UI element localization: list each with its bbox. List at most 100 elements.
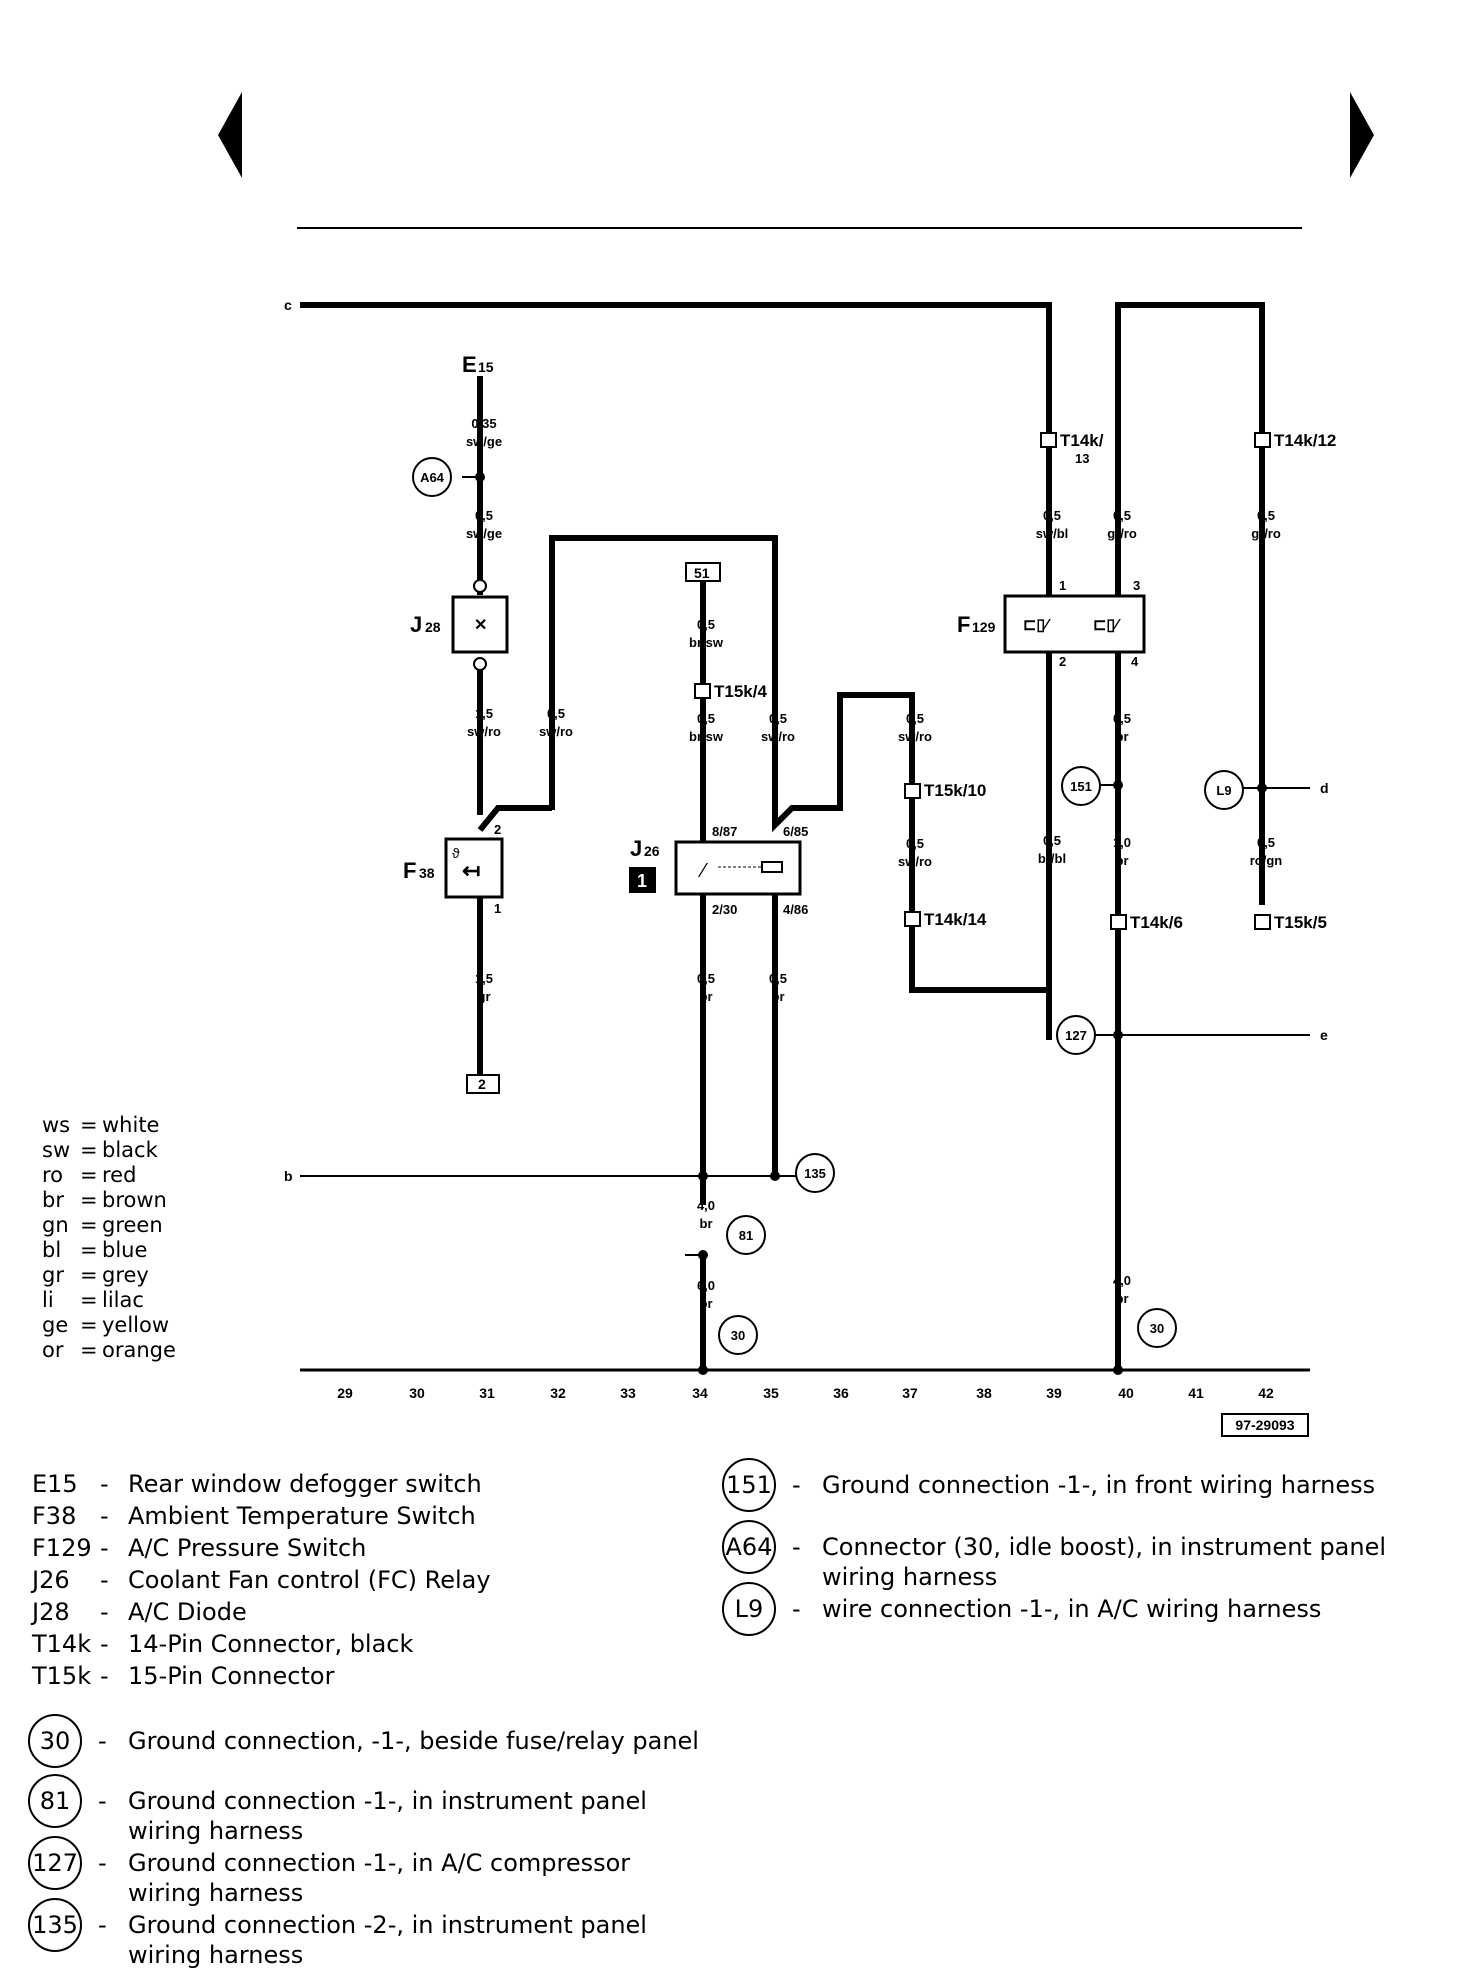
svg-text:32: 32	[550, 1385, 566, 1401]
svg-text:T15k/5: T15k/5	[1274, 913, 1327, 932]
svg-text:30: 30	[409, 1385, 425, 1401]
ground-dash: -	[98, 1787, 107, 1815]
svg-text:4,0: 4,0	[697, 1198, 715, 1213]
ground-point-labels: A64 151 L9 135 81 30 127 30	[420, 470, 1232, 1343]
pin-j28-top	[473, 579, 487, 593]
j28-diode-symbol: ✕	[474, 617, 487, 634]
svg-text:sw/ro: sw/ro	[761, 729, 795, 744]
ground-dash: -	[98, 1727, 107, 1755]
terminal-51-label: 51	[694, 565, 710, 581]
svg-text:A64: A64	[420, 470, 445, 485]
svg-text:0,5: 0,5	[1257, 508, 1275, 523]
component-code: F129	[32, 1534, 92, 1562]
component-list-item: F129-A/C Pressure Switch	[32, 1534, 652, 1564]
j26-label: J 26	[630, 836, 660, 861]
svg-text:127: 127	[1065, 1028, 1087, 1043]
j26-terminals: 8/87 6/85 2/30 4/86	[712, 824, 808, 917]
svg-text:38: 38	[419, 865, 435, 881]
ground-description: Ground connection -1-, in instrument pan…	[128, 1787, 647, 1845]
svg-text:40: 40	[1118, 1385, 1134, 1401]
legend-code: bl	[42, 1238, 62, 1262]
wire-code-c: c	[284, 297, 292, 313]
legend-row: ro=red	[42, 1163, 176, 1188]
previous-page-arrow-icon[interactable]	[218, 92, 246, 178]
f38-thermo-symbol: ϑ	[452, 845, 460, 861]
ground-number-badge: 81	[28, 1774, 82, 1828]
legend-name: green	[102, 1213, 163, 1237]
legend-equals: =	[80, 1338, 98, 1362]
svg-text:1,5: 1,5	[475, 971, 493, 986]
svg-text:br: br	[700, 989, 713, 1004]
j26-relay-coil	[761, 861, 783, 873]
figure-id: 97-29093	[1235, 1417, 1294, 1433]
legend-row: ge=yellow	[42, 1313, 176, 1338]
ground-number-badge: 135	[28, 1898, 82, 1952]
legend-code: ge	[42, 1313, 69, 1337]
svg-text:0,5: 0,5	[1257, 835, 1275, 850]
svg-text:0,5: 0,5	[547, 706, 565, 721]
legend-name: orange	[102, 1338, 176, 1362]
svg-text:J: J	[410, 612, 422, 637]
svg-text:6/85: 6/85	[783, 824, 808, 839]
svg-text:30: 30	[1150, 1321, 1164, 1336]
e15-label: E 15	[462, 352, 494, 377]
svg-text:br/sw: br/sw	[689, 635, 724, 650]
splice-81	[698, 1250, 708, 1260]
component-code: F38	[32, 1502, 77, 1530]
legend-row: or=orange	[42, 1338, 176, 1363]
svg-text:br/sw: br/sw	[689, 729, 724, 744]
legend-name: black	[102, 1138, 158, 1162]
legend-name: yellow	[102, 1313, 170, 1337]
legend-equals: =	[80, 1288, 98, 1312]
ground-description: Ground connection, -1-, beside fuse/rela…	[128, 1727, 699, 1755]
legend-code: gr	[42, 1263, 64, 1287]
legend-code: ws	[42, 1113, 71, 1137]
legend-code: gn	[42, 1213, 69, 1237]
ground-description: Connector (30, idle boost), in instrumen…	[822, 1533, 1387, 1591]
svg-text:gr/ro: gr/ro	[1251, 526, 1281, 541]
ground-dash: -	[98, 1849, 107, 1877]
ground-description: Ground connection -1-, in A/C compressor…	[128, 1849, 631, 1907]
wire-swro-loop	[477, 535, 778, 832]
ground-description: Ground connection -1-, in front wiring h…	[822, 1471, 1376, 1499]
j26-marker-box	[629, 867, 656, 893]
svg-text:F: F	[403, 858, 416, 883]
ground-description: Ground connection -2-, in instrument pan…	[128, 1911, 647, 1969]
svg-text:129: 129	[972, 619, 996, 635]
f38-switch-box	[444, 837, 504, 899]
component-list-item: T14k-14-Pin Connector, black	[32, 1630, 652, 1660]
component-code: J28	[32, 1598, 70, 1626]
svg-text:2/30: 2/30	[712, 902, 737, 917]
svg-text:gr: gr	[478, 989, 491, 1004]
legend-equals: =	[80, 1113, 98, 1137]
svg-text:8/87: 8/87	[712, 824, 737, 839]
splice-127	[1113, 1030, 1123, 1040]
svg-text:0,5: 0,5	[1043, 508, 1061, 523]
svg-text:0,5: 0,5	[906, 836, 924, 851]
svg-text:81: 81	[739, 1228, 753, 1243]
component-description: A/C Pressure Switch	[128, 1534, 367, 1562]
next-page-arrow-icon[interactable]	[1346, 92, 1374, 178]
legend-row: ws=white	[42, 1113, 176, 1138]
legend-equals: =	[80, 1163, 98, 1187]
component-code: T15k	[32, 1662, 92, 1690]
ground-dash: -	[98, 1911, 107, 1939]
f129-terminal-1: 1	[1059, 578, 1066, 593]
svg-text:0,5: 0,5	[1043, 833, 1061, 848]
ground-list-item: 81-Ground connection -1-, in instrument …	[28, 1774, 728, 1845]
svg-text:6,0: 6,0	[697, 1278, 715, 1293]
ground-list-item: 127-Ground connection -1-, in A/C compre…	[28, 1836, 728, 1907]
component-dash: -	[100, 1662, 109, 1690]
svg-text:34: 34	[692, 1385, 708, 1401]
ground-number-badge: A64	[722, 1520, 776, 1574]
component-list-item: T15k-15-Pin Connector	[32, 1662, 652, 1692]
component-list-item: J26-Coolant Fan control (FC) Relay	[32, 1566, 652, 1596]
f38-label: F 38	[403, 858, 435, 883]
svg-text:37: 37	[902, 1385, 918, 1401]
legend-row: gr=grey	[42, 1263, 176, 1288]
ground-list-item: 30-Ground connection, -1-, beside fuse/r…	[28, 1714, 728, 1774]
terminal-2-box	[466, 1074, 500, 1094]
svg-text:28: 28	[425, 619, 441, 635]
f129-terminal-2: 2	[1059, 654, 1066, 669]
